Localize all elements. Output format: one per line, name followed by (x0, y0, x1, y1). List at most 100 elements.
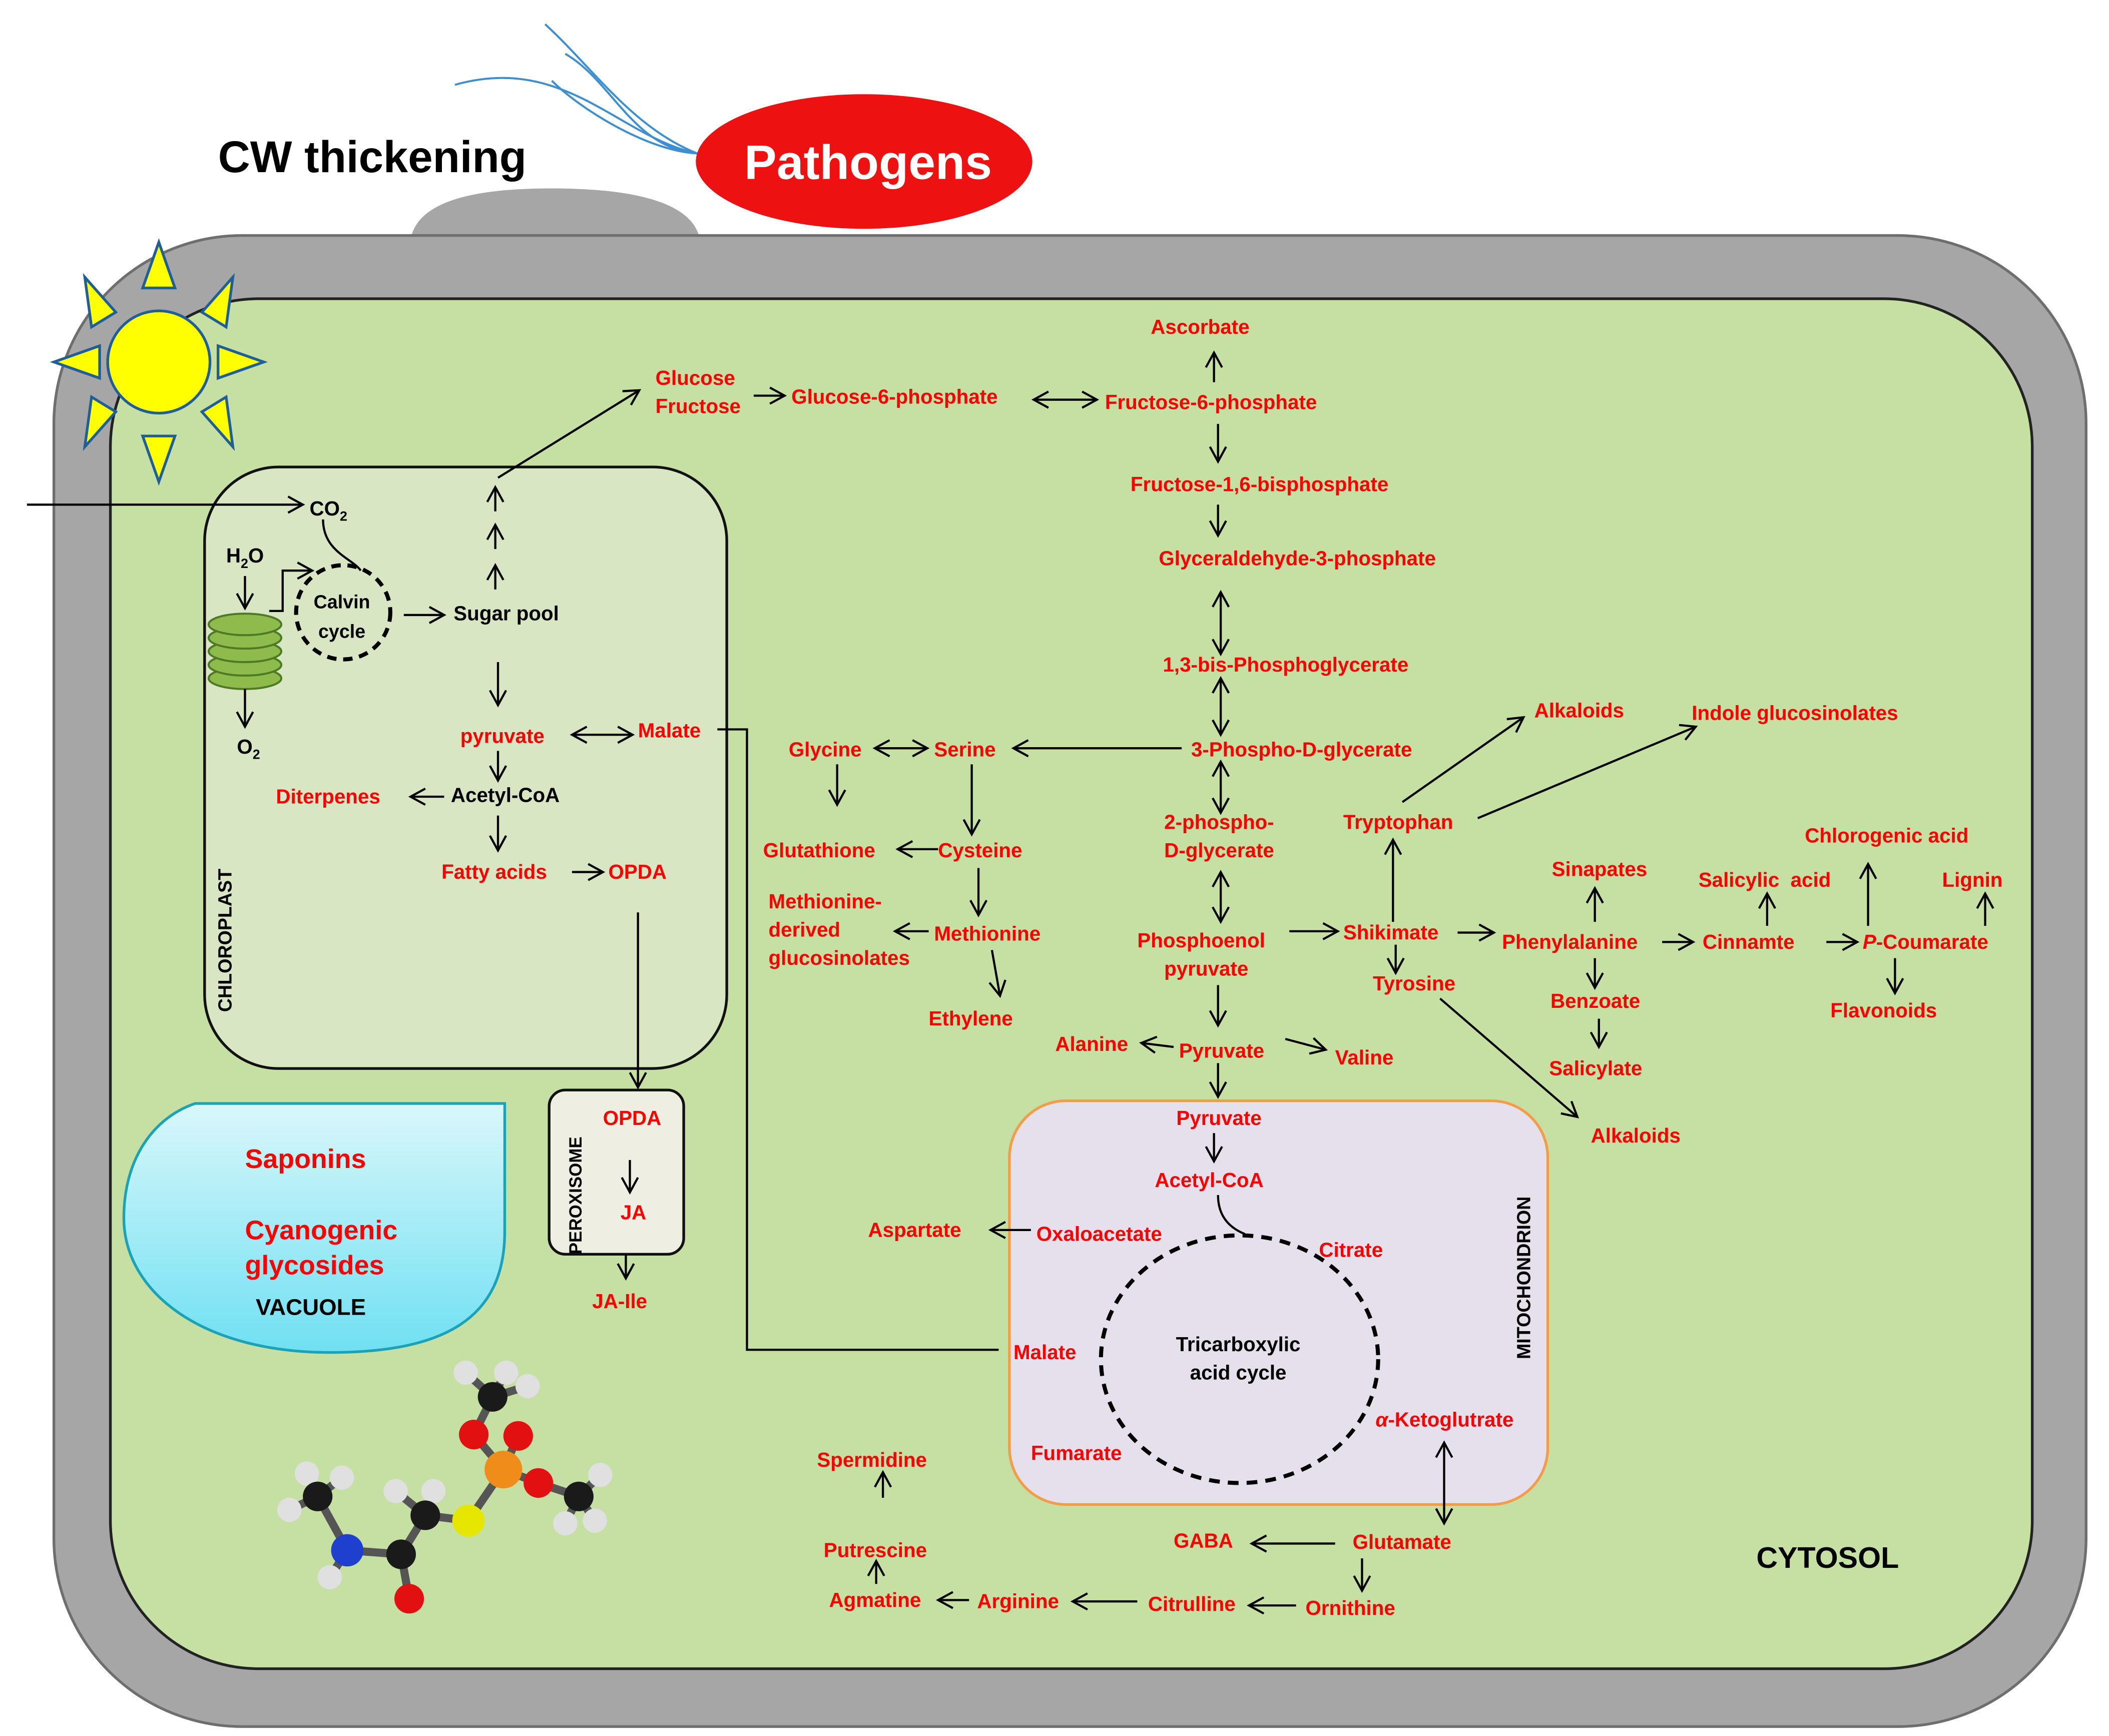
co2-label: CO2 (310, 497, 347, 524)
peroxisome-opda: OPDA (603, 1106, 662, 1129)
peroxisome-compartment (548, 1088, 685, 1256)
salicylic-acid-label: Salicylic acid (1699, 868, 1831, 891)
phenylalanine-label: Phenylalanine (1502, 930, 1638, 953)
vacuole-compartment (122, 1102, 506, 1354)
vacuole-label: VACUOLE (256, 1294, 366, 1320)
citrate-label: Citrate (1319, 1239, 1383, 1262)
acetylcoa-into-tca-curve (1217, 1195, 1246, 1235)
g6p-label: Glucose-6-phosphate (791, 385, 997, 408)
h2o-label: H2O (226, 544, 264, 571)
f6p-label: Fructose-6-phosphate (1105, 391, 1317, 414)
pathogens-label: Pathogens (744, 135, 992, 190)
alkaloids-top-label: Alkaloids (1534, 699, 1624, 722)
serine-label: Serine (934, 738, 995, 761)
cell-wall-thickening (410, 188, 700, 240)
ascorbate-label: Ascorbate (1151, 315, 1249, 338)
chloroplast-opda: OPDA (609, 860, 667, 883)
chloroplast-pyruvate: pyruvate (460, 724, 545, 747)
tca-cycle-circle (1099, 1233, 1380, 1485)
tyrosine-label: Tyrosine (1373, 972, 1455, 995)
ethylene-label: Ethylene (929, 1007, 1013, 1030)
pathogen-cell (696, 94, 1032, 229)
flavonoids-label: Flavonoids (1830, 999, 1937, 1022)
tryptophan-to-alkaloids-arrow (1401, 716, 1525, 803)
aspartate-label: Aspartate (868, 1218, 961, 1241)
sugar-pool-label: Sugar pool (453, 602, 559, 625)
sinapates-label: Sinapates (1552, 858, 1648, 881)
gaba-label: GABA (1174, 1529, 1233, 1552)
alkaloids-bottom-label: Alkaloids (1591, 1124, 1681, 1147)
putrescine-label: Putrescine (824, 1538, 927, 1561)
fumarate-label: Fumarate (1031, 1442, 1122, 1465)
mitochondrion-compartment (1008, 1099, 1549, 1506)
pathogen-flagella-icon (454, 23, 698, 155)
tyrosine-to-alkaloids-arrow (1439, 997, 1579, 1118)
cysteine-label: Cysteine (938, 839, 1022, 862)
thylakoid-to-calvin-arrow (269, 561, 315, 613)
tryptophan-label: Tryptophan (1343, 811, 1453, 834)
pyruvate-to-alanine-arrow (1139, 1035, 1174, 1054)
mito-acetyl-coa-label: Acetyl-CoA (1155, 1169, 1263, 1192)
calvin-cycle-circle (294, 563, 392, 662)
chlorogenic-acid-label: Chlorogenic acid (1805, 824, 1968, 847)
ornithine-label: Ornithine (1306, 1596, 1395, 1619)
pg2-label: 2-phospho-D-glycerate (1164, 811, 1274, 862)
chloroplast-malate: Malate (638, 719, 701, 742)
chloroplast-label: CHLOROPLAST (215, 869, 236, 1012)
indole-glucosinolates-label: Indole glucosinolates (1692, 702, 1898, 725)
fatty-acids-label: Fatty acids (441, 860, 547, 883)
valine-label: Valine (1335, 1046, 1394, 1069)
cw-thickening-label: CW thickening (218, 132, 526, 182)
salicylate-label: Salicylate (1549, 1057, 1642, 1080)
citrulline-label: Citrulline (1148, 1592, 1236, 1615)
peroxisome-label: PEROXISOME (566, 1136, 586, 1254)
spermidine-label: Spermidine (817, 1448, 927, 1471)
lignin-label: Lignin (1942, 868, 2002, 891)
sugar-export-arrows (486, 389, 642, 590)
glutathione-label: Glutathione (763, 839, 875, 862)
oxaloacetate-label: Oxaloacetate (1036, 1222, 1162, 1245)
mitochondrion-label: MITOCHONDRION (1513, 1197, 1534, 1359)
o2-label: O2 (237, 735, 260, 762)
methionine-label: Methionine (934, 922, 1040, 945)
cinnamte-label: Cinnamte (1703, 930, 1795, 953)
f16bp-label: Fructose-1,6-bisphosphate (1131, 473, 1388, 496)
shikimate-label: Shikimate (1343, 921, 1439, 944)
mito-pyruvate-label: Pyruvate (1176, 1106, 1261, 1129)
mito-malate-label: Malate (1013, 1341, 1077, 1364)
ja-label: JA (621, 1201, 647, 1224)
molecule-icon (277, 1360, 613, 1614)
thylakoid-stack-icon (207, 613, 283, 690)
sun-icon (50, 238, 268, 486)
diterpenes-label: Diterpenes (276, 785, 380, 808)
glucose-label: Glucose (656, 366, 735, 389)
agmatine-label: Agmatine (829, 1588, 921, 1611)
ja-ile-label: JA-Ile (592, 1290, 647, 1313)
saponins-label: Saponins (245, 1144, 366, 1174)
alanine-label: Alanine (1055, 1032, 1128, 1055)
glycine-label: Glycine (789, 738, 862, 761)
alpha-ketoglutrate-label: α-Ketoglutrate (1375, 1408, 1513, 1431)
p-coumarate-label: P-Coumarate (1863, 930, 1988, 953)
glutamate-label: Glutamate (1353, 1530, 1451, 1553)
tryptophan-to-indole-gsl-arrow (1477, 724, 1698, 819)
benzoate-label: Benzoate (1550, 989, 1640, 1012)
malate-shuttle-line (717, 728, 999, 1351)
fructose-label: Fructose (656, 395, 741, 418)
chloroplast-acetyl-coa: Acetyl-CoA (451, 784, 560, 807)
g3p-label: Glyceraldehyde-3-phosphate (1159, 546, 1436, 569)
cytosol-pyruvate-label: Pyruvate (1179, 1039, 1264, 1062)
pg3-label: 3-Phospho-D-glycerate (1191, 738, 1412, 761)
pyruvate-to-valine-arrow (1285, 1037, 1328, 1055)
cytosol-label: CYTOSOL (1756, 1541, 1899, 1574)
bpg-label: 1,3-bis-Phosphoglycerate (1163, 653, 1408, 676)
chloroplast-compartment (203, 465, 728, 1070)
methionine-to-ethylene-arrow (988, 950, 1006, 998)
arginine-label: Arginine (977, 1590, 1059, 1613)
